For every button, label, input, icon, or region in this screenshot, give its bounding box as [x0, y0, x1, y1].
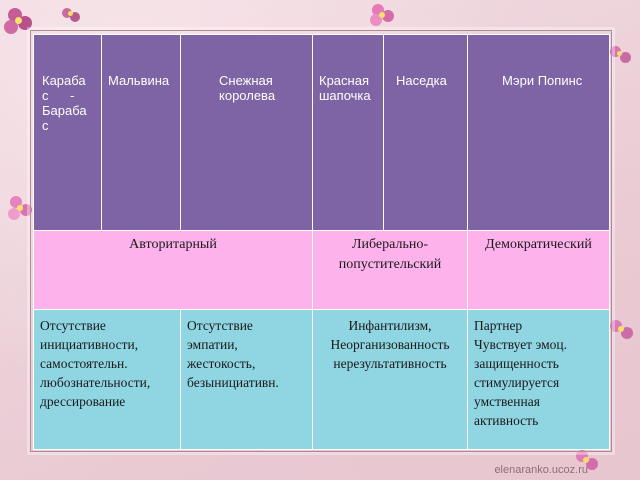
- description-cell-snow-queen: Отсутствие эмпатии, жестокость, безыници…: [180, 309, 313, 450]
- style-cell-liberal: Либерально- попустительский: [312, 230, 468, 310]
- flower-decoration-icon: [368, 4, 398, 30]
- description-cell-democratic: Партнер Чувствует эмоц. защищенность сти…: [467, 309, 610, 450]
- watermark: elenaranko.ucoz.ru: [494, 464, 588, 476]
- flower-decoration-icon: [2, 8, 36, 38]
- flower-decoration-icon: [572, 450, 602, 476]
- header-cell-karabas: Караба с - Бараба с: [33, 34, 102, 231]
- style-cell-authoritarian: Авторитарный: [33, 230, 313, 310]
- header-cell-red-riding-hood: Красная шапочка: [312, 34, 384, 231]
- table-frame: [30, 30, 612, 452]
- header-row: Караба с - Бараба с Мальвина Снежная кор…: [33, 34, 610, 231]
- header-cell-mary-poppins: Мэри Попинс: [467, 34, 610, 231]
- flower-decoration-icon: [608, 318, 636, 344]
- flower-decoration-icon: [60, 6, 84, 26]
- parenting-styles-table: Караба с - Бараба с Мальвина Снежная кор…: [33, 34, 610, 450]
- header-cell-snow-queen: Снежная королева: [180, 34, 313, 231]
- description-row: Отсутствие инициативности, самостоятельн…: [33, 309, 610, 450]
- style-row: Авторитарный Либерально- попустительский…: [33, 230, 610, 310]
- header-cell-malvina: Мальвина: [101, 34, 181, 231]
- flower-decoration-icon: [608, 44, 634, 68]
- style-cell-democratic: Демократический: [467, 230, 610, 310]
- description-cell-karabas-malvina: Отсутствие инициативности, самостоятельн…: [33, 309, 181, 450]
- header-cell-hen: Наседка: [383, 34, 468, 231]
- flower-decoration-icon: [6, 196, 36, 222]
- description-cell-liberal: Инфантилизм, Неорганизованность нерезуль…: [312, 309, 468, 450]
